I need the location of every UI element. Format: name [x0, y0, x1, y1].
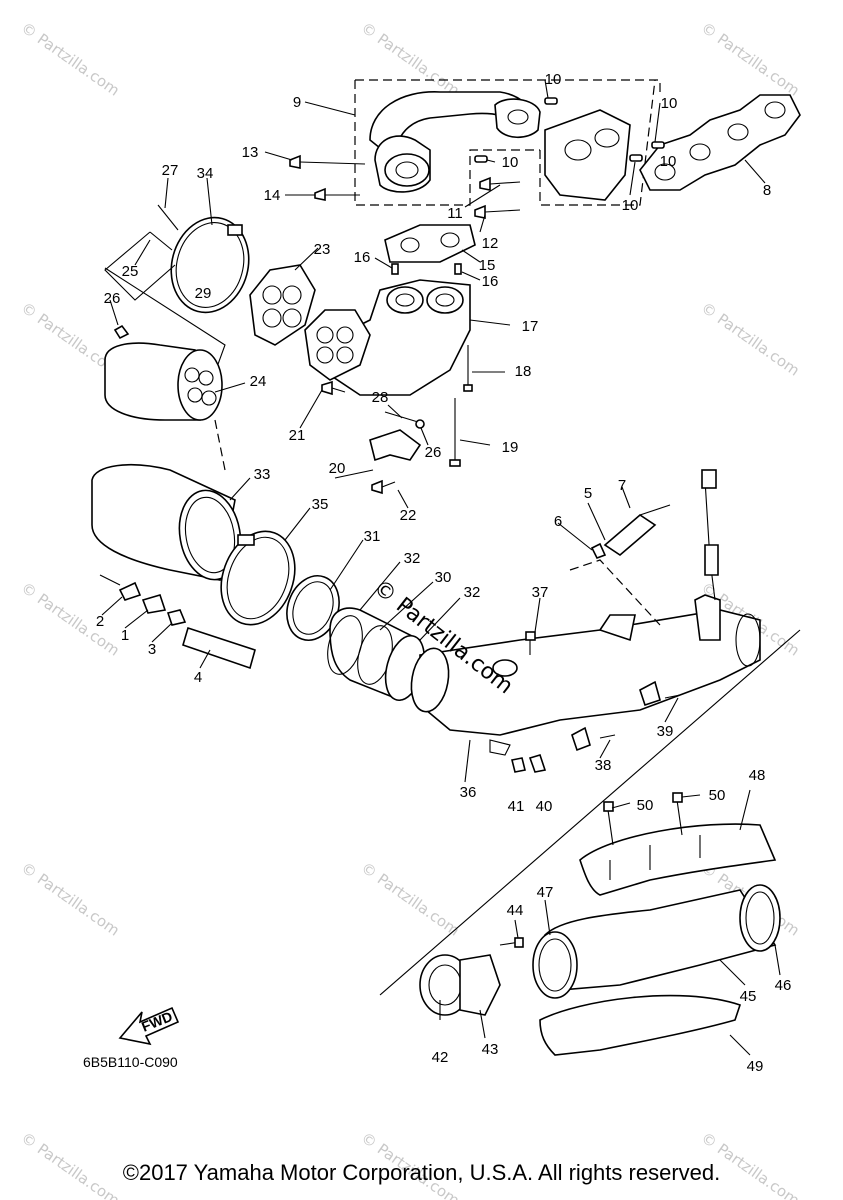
part-label: 12: [482, 235, 499, 252]
exhaust-pipe-2-group: [327, 469, 761, 773]
part-label: 46: [775, 977, 792, 994]
part-label: 21: [289, 427, 306, 444]
part-label: 32: [464, 584, 481, 601]
leader-lines: [101, 79, 781, 1056]
part-label: 14: [264, 187, 281, 204]
watermark: © Partzilla.com: [18, 579, 123, 660]
part-label: 29: [195, 285, 212, 302]
part-label: 39: [657, 723, 674, 740]
watermark: © Partzilla.com: [18, 859, 123, 940]
part-label: 45: [740, 988, 757, 1005]
part-label: 36: [460, 784, 477, 801]
part-label: 10: [660, 153, 677, 170]
part-label: 20: [329, 460, 346, 477]
forward-arrow-icon: FWD: [118, 1006, 180, 1046]
part-label: 31: [364, 528, 381, 545]
watermark: © Partzilla.com: [698, 19, 803, 100]
watermark: © Partzilla.com: [698, 299, 803, 380]
exhaust-manifold-group: [289, 79, 801, 219]
part-label: 11: [447, 205, 463, 222]
part-label: 3: [148, 641, 156, 658]
watermark: © Partzilla.com: [358, 859, 463, 940]
part-label: 50: [637, 797, 654, 814]
part-label: 34: [197, 165, 214, 182]
part-label: 6: [554, 513, 562, 530]
part-label: 19: [502, 439, 519, 456]
part-label: 26: [104, 290, 121, 307]
exhaust-chamber-group: [379, 629, 801, 1056]
part-label: 10: [502, 154, 519, 171]
part-label: 5: [584, 485, 592, 502]
part-label: 37: [532, 584, 549, 601]
part-label: 28: [372, 389, 389, 406]
part-labels: 1 2 3 4 5 6 7 8 9 10 10 10 10 10 11 12 1…: [96, 71, 792, 1075]
part-label: 8: [763, 182, 771, 199]
part-label: 24: [250, 373, 267, 390]
watermark: © Partzilla.com: [358, 19, 463, 100]
part-label: 9: [293, 94, 301, 111]
part-label: 50: [709, 787, 726, 804]
part-label: 32: [404, 550, 421, 567]
part-label: 18: [515, 363, 532, 380]
part-label: 44: [507, 902, 524, 919]
part-label: 40: [536, 798, 553, 815]
part-label: 49: [747, 1058, 764, 1075]
diagram-reference-code: 6B5B110-C090: [83, 1054, 178, 1070]
part-label: 17: [522, 318, 539, 335]
watermark: © Partzilla.com: [18, 19, 123, 100]
part-label: 30: [435, 569, 452, 586]
part-label: 16: [354, 249, 371, 266]
part-label: 1: [121, 627, 129, 644]
part-label: 35: [312, 496, 329, 513]
part-label: 41: [508, 798, 525, 815]
part-label: 26: [425, 444, 442, 461]
part-label: 25: [122, 263, 139, 280]
part-label: 16: [482, 273, 499, 290]
muffler-group: [91, 267, 340, 670]
part-label: 43: [482, 1041, 499, 1058]
part-label: 38: [595, 757, 612, 774]
part-label: 47: [537, 884, 554, 901]
part-label: 7: [618, 477, 626, 494]
part-label: 2: [96, 613, 104, 630]
part-label: 10: [622, 197, 639, 214]
copyright-footer: ©2017 Yamaha Motor Corporation, U.S.A. A…: [122, 1160, 721, 1185]
part-label: 10: [661, 95, 678, 112]
part-label: 15: [479, 257, 496, 274]
exhaust-pipe-1-group: [104, 204, 476, 495]
part-label: 27: [162, 162, 179, 179]
part-label: 10: [545, 71, 562, 88]
part-label: 22: [400, 507, 417, 524]
part-label: 42: [432, 1049, 449, 1066]
part-label: 23: [314, 241, 331, 258]
part-label: 33: [254, 466, 271, 483]
part-label: 4: [194, 669, 202, 686]
part-label: 13: [242, 144, 259, 161]
part-label: 48: [749, 767, 766, 784]
